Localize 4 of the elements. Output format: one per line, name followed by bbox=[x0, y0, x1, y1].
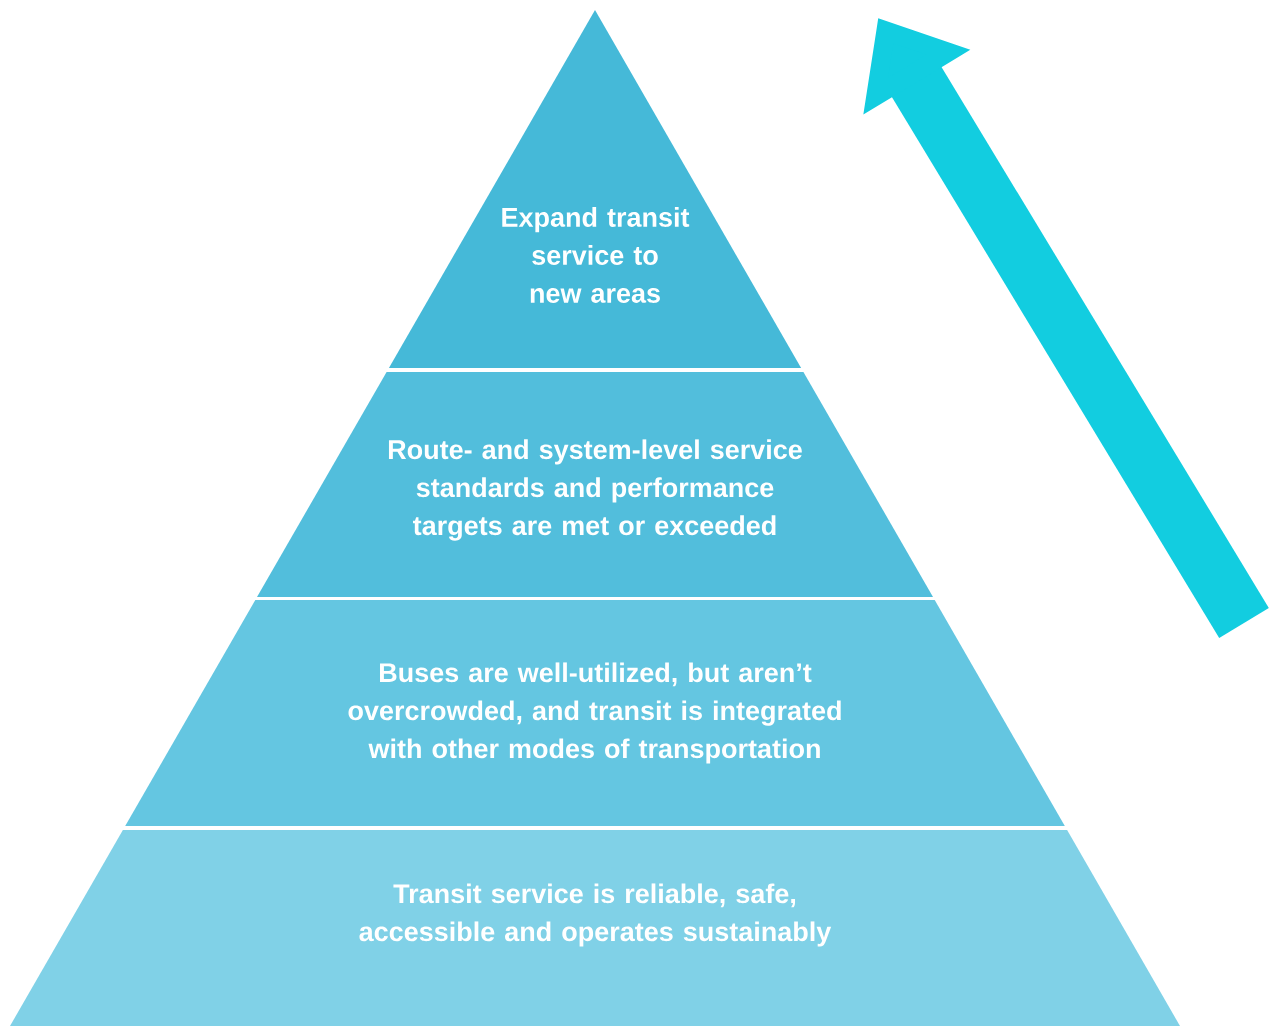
pyramid-tier: Route- and system-level service standards and performance targets are met or exceeded bbox=[257, 372, 933, 597]
pyramid-tier: Transit service is reliable, safe, accessible and operates sustainably bbox=[10, 830, 1180, 1026]
pyramid-tier: Buses are well-utilized, but aren’t overcrowded, and transit is integrated with other modes of transportation bbox=[125, 600, 1065, 826]
pyramid-tier: Expand transit service to new areas bbox=[388, 10, 802, 368]
